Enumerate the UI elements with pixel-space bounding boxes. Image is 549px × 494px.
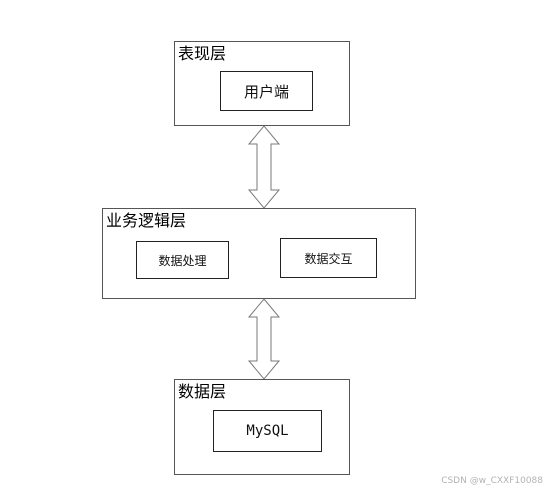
data-interaction-label: 数据交互 — [304, 251, 353, 266]
double-arrow-icon — [247, 125, 281, 209]
mysql-label: MySQL — [246, 423, 289, 439]
data-interaction-box: 数据交互 — [280, 238, 377, 278]
business-logic-layer-title: 业务逻辑层 — [106, 211, 187, 230]
client-box: 用户端 — [220, 71, 313, 111]
double-arrow-icon — [247, 298, 281, 380]
presentation-layer-title: 表现层 — [178, 44, 227, 63]
watermark: CSDN @w_CXXF10088 — [441, 476, 543, 486]
data-processing-label: 数据处理 — [158, 253, 207, 268]
client-label: 用户端 — [243, 82, 289, 101]
business-logic-layer: 业务逻辑层 数据处理 数据交互 — [102, 208, 416, 299]
presentation-layer: 表现层 用户端 — [174, 41, 350, 126]
data-processing-box: 数据处理 — [136, 241, 229, 279]
data-layer-title: 数据层 — [178, 382, 227, 401]
mysql-box: MySQL — [213, 410, 322, 452]
data-layer: 数据层 MySQL — [174, 379, 350, 475]
